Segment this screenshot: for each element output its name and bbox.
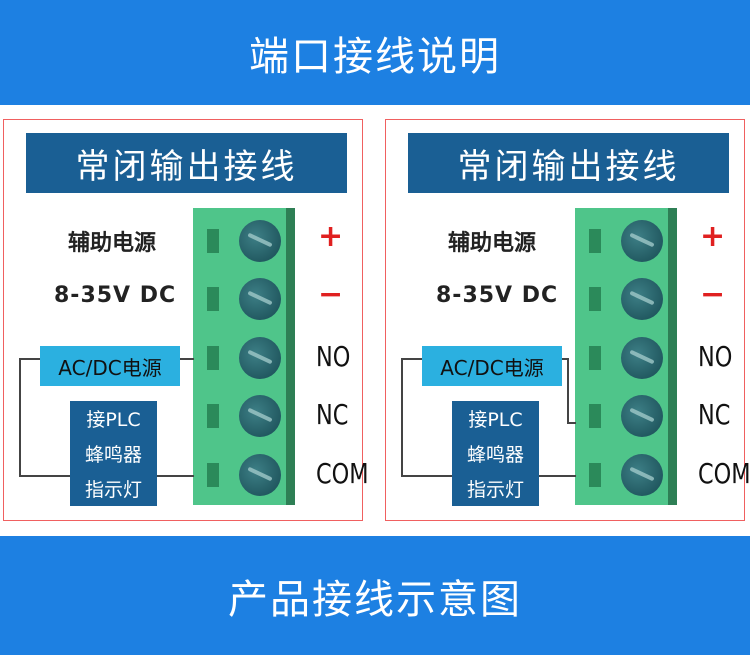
load-label: 接PLC	[86, 409, 141, 431]
load-box: 接PLC 蜂鸣器指示灯	[70, 401, 157, 506]
wire	[180, 358, 194, 360]
power-source-box: AC/DC电源	[40, 346, 180, 386]
screw-icon	[621, 220, 663, 262]
terminal-slot	[589, 463, 601, 487]
screw-icon	[621, 278, 663, 320]
load-label: 蜂鸣器	[466, 444, 524, 466]
terminal-edge	[286, 208, 295, 505]
terminal-slot	[207, 463, 219, 487]
wire	[567, 358, 569, 422]
voltage-label: 8-35V DC	[436, 283, 559, 308]
screw-icon	[239, 337, 281, 379]
terminal-edge	[668, 208, 677, 505]
wire	[539, 475, 576, 477]
terminal-slot	[207, 346, 219, 370]
wire	[567, 422, 576, 424]
voltage-label: 8-35V DC	[54, 283, 177, 308]
wire	[157, 475, 194, 477]
load-label: 指示灯	[84, 479, 142, 501]
minus-sign: −	[318, 277, 344, 312]
terminal-block	[193, 208, 295, 505]
pin-label-com: COM	[316, 457, 369, 490]
header-banner: 端口接线说明	[0, 0, 750, 105]
screw-icon	[239, 395, 281, 437]
footer-title: 产品接线示意图	[228, 576, 522, 623]
wire	[401, 475, 453, 477]
screw-icon	[239, 220, 281, 262]
header-title: 端口接线说明	[249, 33, 501, 80]
load-box: 接PLC 蜂鸣器指示灯	[452, 401, 539, 506]
footer-banner: 产品接线示意图	[0, 536, 750, 655]
screw-icon	[239, 278, 281, 320]
plus-sign: +	[700, 219, 726, 254]
plus-sign: +	[318, 219, 344, 254]
terminal-slot	[207, 404, 219, 428]
screw-icon	[621, 395, 663, 437]
terminal-slot	[589, 229, 601, 253]
load-label: 接PLC	[468, 409, 523, 431]
wire	[401, 358, 403, 475]
pin-label-no: NO	[316, 340, 351, 373]
terminal-slot	[589, 346, 601, 370]
load-label: 蜂鸣器	[84, 444, 142, 466]
terminal-slot	[207, 229, 219, 253]
wire	[562, 358, 568, 360]
terminal-slot	[207, 287, 219, 311]
wire	[19, 358, 21, 475]
load-label: 指示灯	[466, 479, 524, 501]
minus-sign: −	[700, 277, 726, 312]
terminal-slot	[589, 287, 601, 311]
pin-label-nc: NC	[698, 398, 731, 431]
pin-label-no: NO	[698, 340, 733, 373]
screw-icon	[239, 454, 281, 496]
screw-icon	[621, 454, 663, 496]
pin-label-nc: NC	[316, 398, 349, 431]
terminal-slot	[589, 404, 601, 428]
wire	[401, 358, 423, 360]
wire	[19, 475, 71, 477]
aux-power-label: 辅助电源	[68, 231, 157, 256]
aux-power-label: 辅助电源	[448, 231, 537, 256]
pin-label-com: COM	[698, 457, 750, 490]
panel-title: 常闭输出接线	[408, 133, 729, 193]
wire	[19, 358, 41, 360]
screw-icon	[621, 337, 663, 379]
power-source-box: AC/DC电源	[422, 346, 562, 386]
panel-title: 常闭输出接线	[26, 133, 347, 193]
terminal-block	[575, 208, 677, 505]
